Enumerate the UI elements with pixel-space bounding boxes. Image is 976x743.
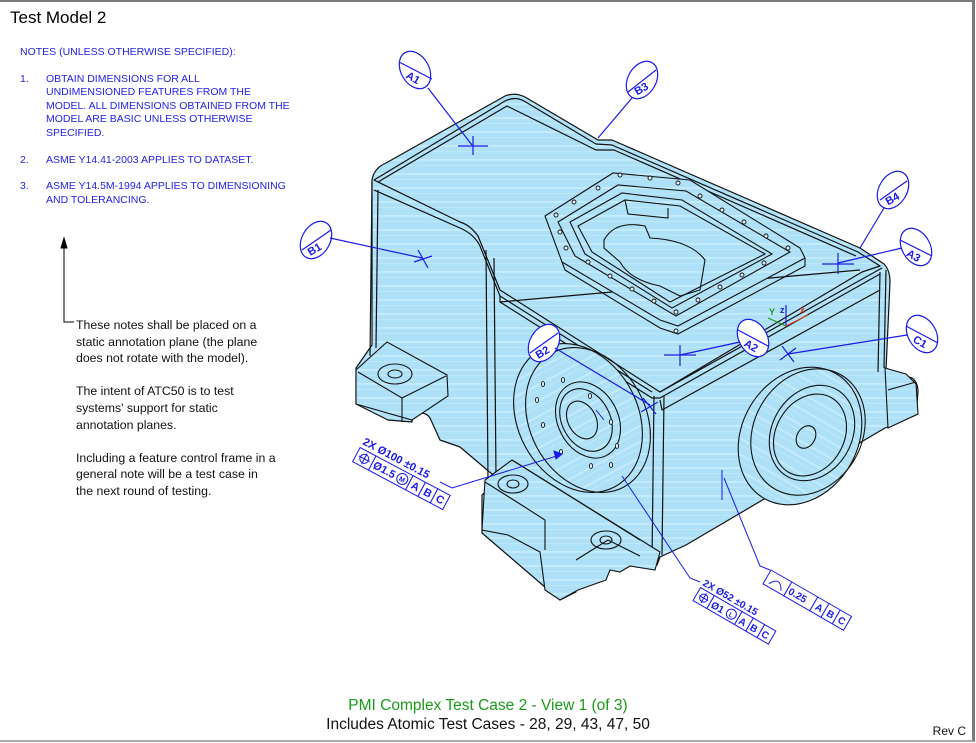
- datum-ref: C: [835, 615, 847, 628]
- atomic-test-cases: Includes Atomic Test Cases - 28, 29, 43,…: [326, 716, 650, 733]
- note-item: 3. ASME Y14.5M-1994 APPLIES TO DIMENSION…: [20, 180, 290, 207]
- note-item: 2. ASME Y14.41-2003 APPLIES TO DATASET.: [20, 154, 290, 168]
- datum-target-c1: C1: [779, 314, 939, 363]
- notes-header: NOTES (UNLESS OTHERWISE SPECIFIED):: [20, 46, 236, 58]
- revision-label: Rev C: [932, 724, 966, 738]
- fcf-small-bore: 2X Ø52 ±0.15 Ø1 L A B C: [692, 578, 777, 645]
- datum-target-b4: B4: [859, 170, 910, 249]
- note-item: 1. OBTAIN DIMENSIONS FOR ALL UNDIMENSION…: [20, 73, 290, 141]
- datum-ref: B: [824, 608, 836, 621]
- axis-y-label: Y: [769, 307, 775, 317]
- axis-z-label: z: [780, 305, 785, 315]
- datum-target-a3: A3: [822, 227, 933, 274]
- side-note-paragraph: Including a feature control frame in a g…: [76, 450, 276, 498]
- side-note-paragraph: These notes shall be placed on a static …: [76, 318, 258, 366]
- static-plane-note: These notes shall be placed on a static …: [76, 317, 276, 516]
- left-mounting-boss: [355, 341, 449, 422]
- view-caption: PMI Complex Test Case 2 - View 1 (of 3): [348, 697, 628, 714]
- datum-ref: B: [748, 623, 760, 636]
- fcf-profile-leader: [721, 470, 771, 571]
- top-pocket: [544, 172, 806, 335]
- datum-ref: A: [736, 616, 748, 629]
- fcf-profile: 0.25 A B C: [762, 569, 853, 632]
- fcf-large-bore-leader: [439, 450, 563, 489]
- datum-ref: C: [759, 629, 771, 642]
- datum-target-a2: A2: [664, 318, 770, 366]
- side-note-leader: [60, 236, 74, 323]
- mmc-modifier-icon: [396, 473, 409, 486]
- fcf-small-bore-leader: [595, 409, 701, 583]
- datum-target-a1: A1: [398, 50, 488, 155]
- note-number: 1.: [20, 72, 29, 85]
- sheet-title: Test Model 2: [10, 8, 107, 27]
- datum-target-b2: B2: [527, 323, 659, 415]
- note-text: ASME Y14.5M-1994 APPLIES TO DIMENSIONING…: [46, 180, 286, 206]
- fcf-large-bore: 2X Ø100 ±0.15 Ø1.5 M A B C: [351, 436, 451, 511]
- note-number: 2.: [20, 153, 29, 166]
- modifier-letter: M: [397, 476, 406, 485]
- lmc-modifier-icon: [725, 608, 737, 620]
- datum-targets: A1 B3 B4 A3: [299, 50, 939, 415]
- right-foot: [884, 367, 919, 429]
- note-number: 3.: [20, 180, 29, 193]
- profile-line-icon: [768, 580, 782, 591]
- datum-ref: A: [813, 602, 825, 615]
- general-notes: NOTES (UNLESS OTHERWISE SPECIFIED): 1. O…: [20, 46, 290, 220]
- modifier-letter: L: [727, 611, 734, 619]
- note-text: OBTAIN DIMENSIONS FOR ALL UNDIMENSIONED …: [46, 72, 290, 139]
- front-foot: [481, 459, 661, 601]
- datum-target-b1: B1: [299, 220, 433, 269]
- note-text: ASME Y14.41-2003 APPLIES TO DATASET.: [46, 153, 254, 166]
- axis-x-label: x: [800, 305, 805, 315]
- side-note-paragraph: The intent of ATC50 is to test systems' …: [76, 384, 234, 432]
- axis-triad: Y z x: [767, 305, 809, 327]
- right-flange: [737, 366, 866, 506]
- datum-target-b3: B3: [597, 60, 659, 139]
